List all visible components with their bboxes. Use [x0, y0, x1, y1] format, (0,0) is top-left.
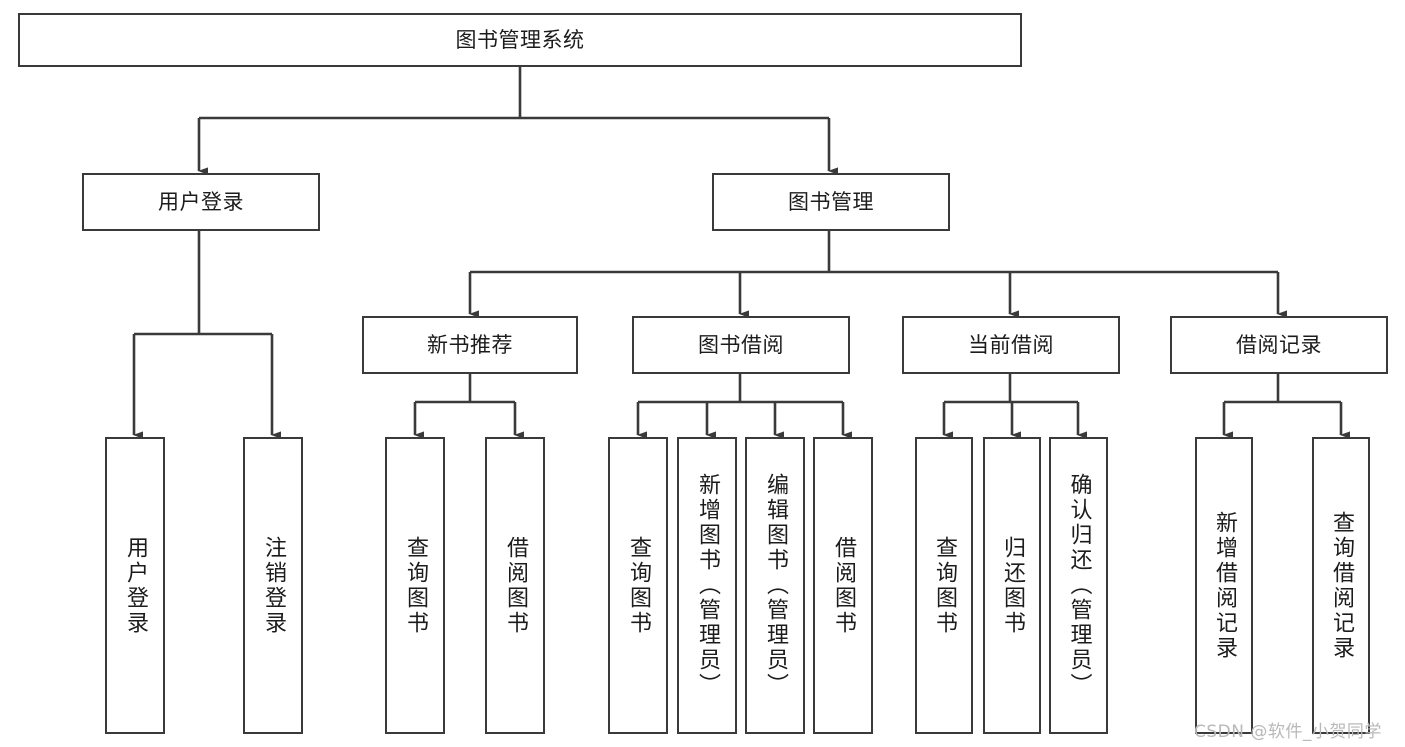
node-leaf-edit-book[interactable]: 编辑图书（管理员）	[745, 437, 805, 734]
node-leaf-user-login[interactable]: 用户登录	[105, 437, 165, 734]
node-leaf-query-book-2[interactable]: 查询图书	[608, 437, 668, 734]
node-label-new-book-rec: 新书推荐	[427, 332, 513, 357]
node-leaf-add-book[interactable]: 新增图书（管理员）	[677, 437, 737, 734]
node-book-manage[interactable]: 图书管理	[712, 173, 950, 231]
node-label-leaf-query-record: 查询借阅记录	[1329, 510, 1354, 661]
node-leaf-borrow-book-2[interactable]: 借阅图书	[813, 437, 873, 734]
node-root[interactable]: 图书管理系统	[18, 13, 1022, 67]
node-current-borrow[interactable]: 当前借阅	[902, 316, 1120, 374]
node-new-book-rec[interactable]: 新书推荐	[362, 316, 578, 374]
node-user-login[interactable]: 用户登录	[82, 173, 320, 231]
node-borrow-record[interactable]: 借阅记录	[1170, 316, 1388, 374]
node-label-user-login: 用户登录	[158, 189, 244, 214]
node-leaf-confirm-return[interactable]: 确认归还（管理员）	[1049, 437, 1108, 734]
node-label-leaf-query-book-1: 查询图书	[403, 535, 428, 636]
node-leaf-borrow-book-1[interactable]: 借阅图书	[485, 437, 545, 734]
node-book-borrow[interactable]: 图书借阅	[632, 316, 850, 374]
node-label-leaf-add-book: 新增图书（管理员）	[695, 473, 720, 698]
node-label-leaf-borrow-book-1: 借阅图书	[503, 535, 528, 636]
node-leaf-return-book[interactable]: 归还图书	[983, 437, 1041, 734]
node-label-leaf-confirm-return: 确认归还（管理员）	[1066, 473, 1092, 698]
node-label-leaf-query-book-2: 查询图书	[626, 535, 651, 636]
node-leaf-user-logout[interactable]: 注销登录	[243, 437, 303, 734]
node-label-leaf-user-login: 用户登录	[123, 535, 148, 636]
node-label-leaf-edit-book: 编辑图书（管理员）	[763, 473, 788, 698]
connector-group	[132, 67, 1350, 439]
node-leaf-query-book-1[interactable]: 查询图书	[385, 437, 445, 734]
node-label-root: 图书管理系统	[455, 27, 585, 52]
node-label-leaf-return-book: 归还图书	[1000, 535, 1025, 636]
node-leaf-query-book-3[interactable]: 查询图书	[915, 437, 973, 734]
node-label-leaf-add-record: 新增借阅记录	[1212, 510, 1237, 661]
node-label-leaf-query-book-3: 查询图书	[932, 535, 957, 636]
node-label-leaf-user-logout: 注销登录	[261, 535, 286, 636]
node-leaf-query-record[interactable]: 查询借阅记录	[1312, 437, 1370, 734]
node-label-leaf-borrow-book-2: 借阅图书	[831, 535, 856, 636]
node-label-book-borrow: 图书借阅	[698, 332, 784, 357]
node-label-book-manage: 图书管理	[788, 189, 874, 214]
node-leaf-add-record[interactable]: 新增借阅记录	[1195, 437, 1253, 734]
node-label-borrow-record: 借阅记录	[1236, 332, 1322, 357]
node-label-current-borrow: 当前借阅	[968, 332, 1054, 357]
